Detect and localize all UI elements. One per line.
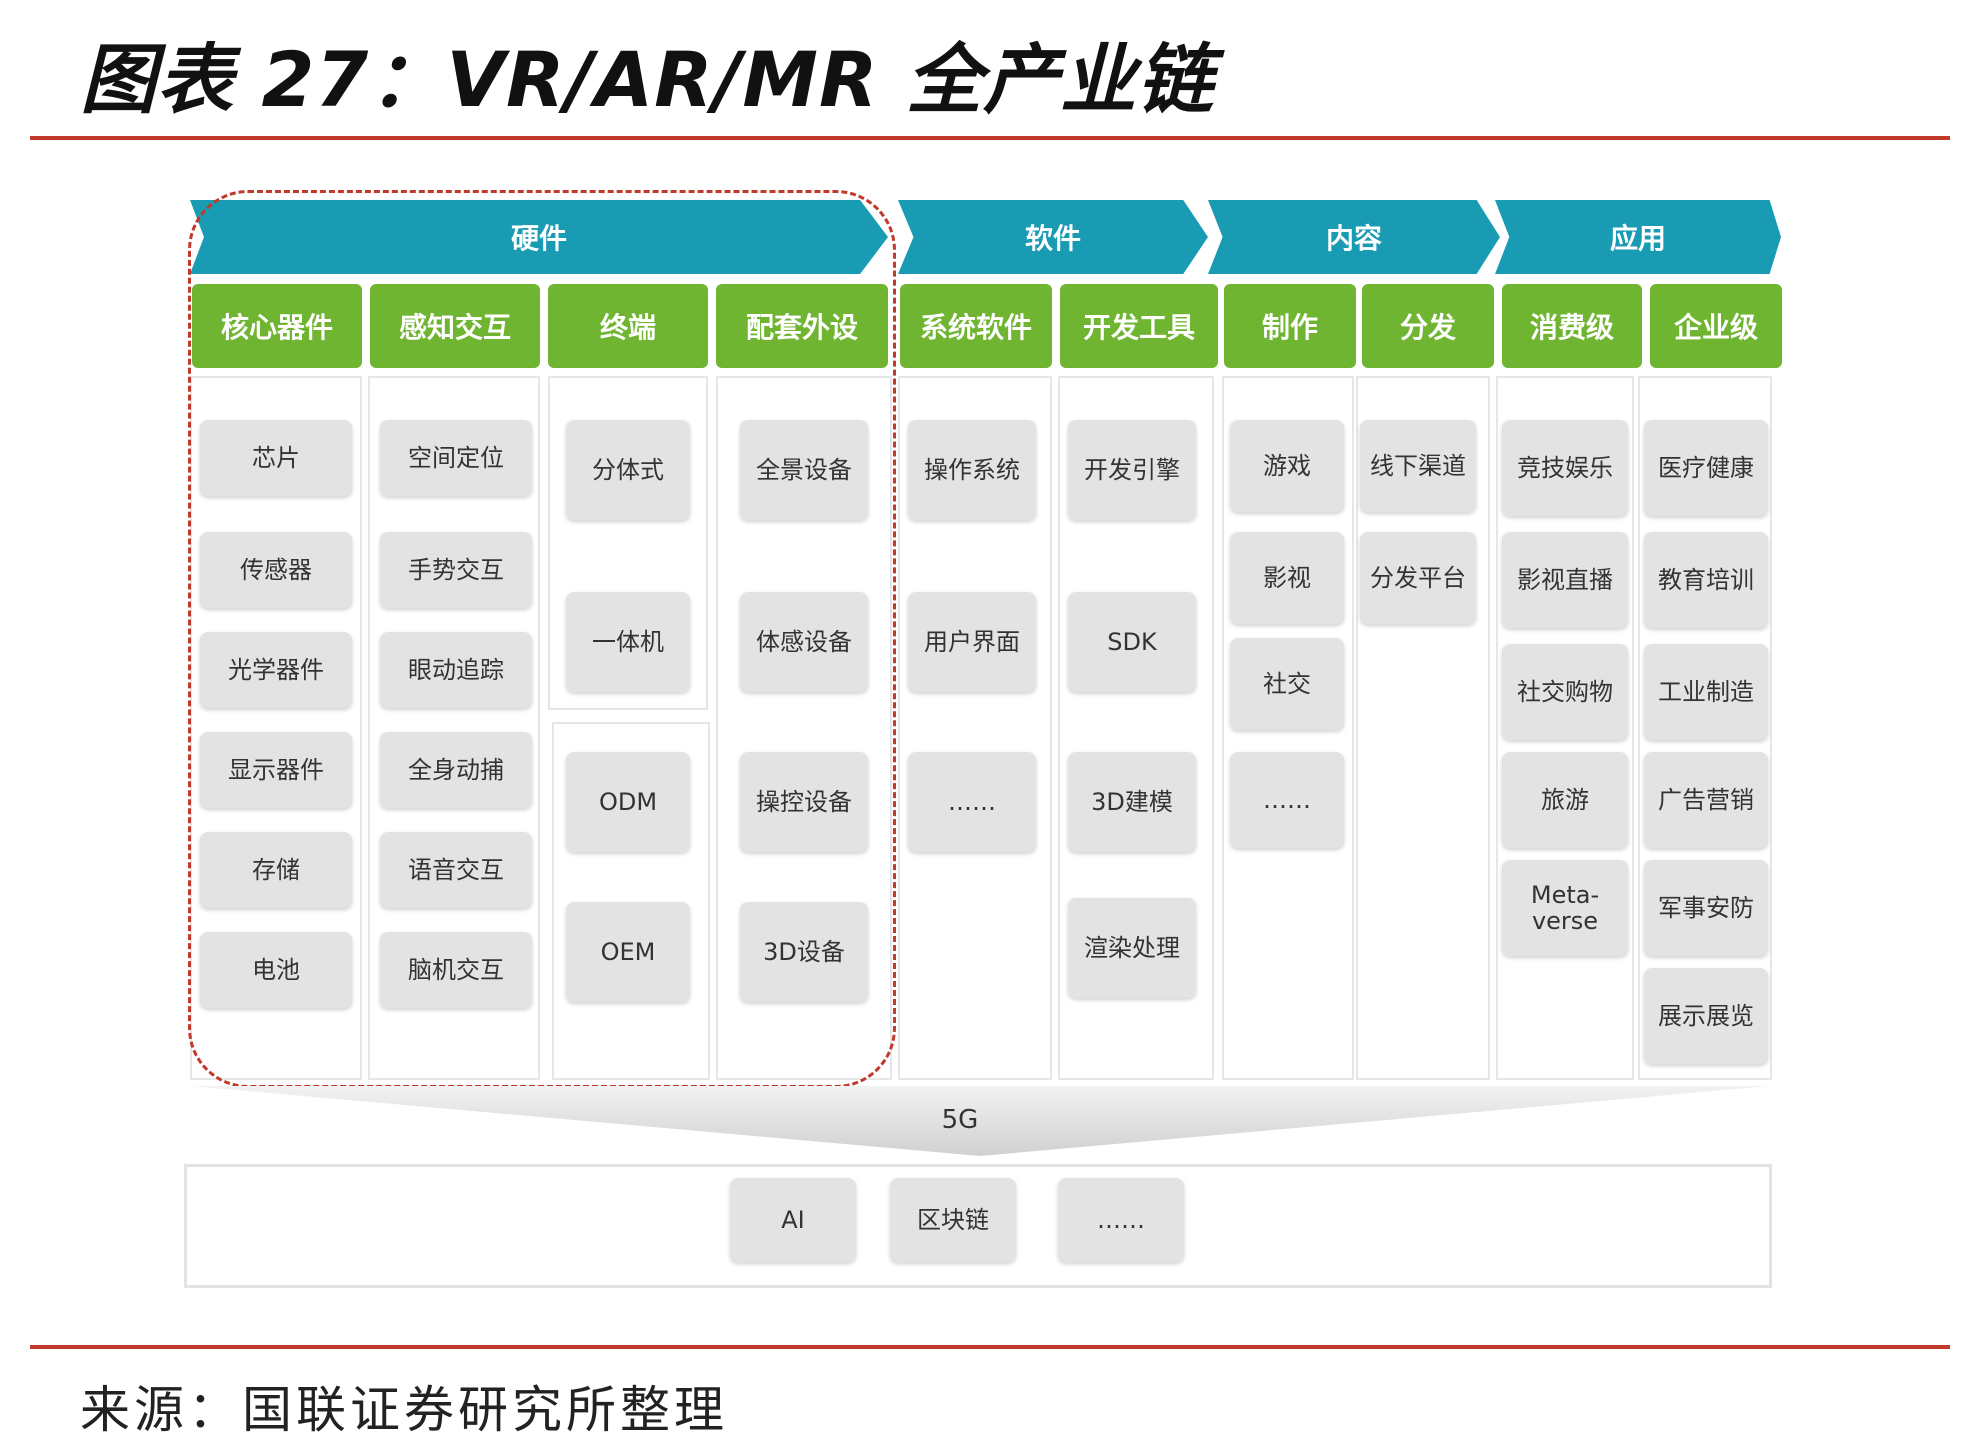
item-more: …… (908, 752, 1036, 852)
item-optics: 光学器件 (200, 632, 352, 708)
item-film: 影视 (1230, 532, 1344, 624)
item-manufacturing: 工业制造 (1644, 644, 1768, 740)
item-healthcare: 医疗健康 (1644, 420, 1768, 516)
category-enterprise: 企业级 (1650, 284, 1782, 368)
item-social-shopping: 社交购物 (1502, 644, 1628, 740)
category-production: 制作 (1224, 284, 1356, 368)
category-consumer: 消费级 (1502, 284, 1642, 368)
item-display: 显示器件 (200, 732, 352, 808)
item-chip: 芯片 (200, 420, 352, 496)
item-full-body-capture: 全身动捕 (380, 732, 532, 808)
item-esports: 竞技娱乐 (1502, 420, 1628, 516)
item-more: …… (1230, 752, 1344, 848)
item-tourism: 旅游 (1502, 752, 1628, 848)
category-distribution: 分发 (1362, 284, 1494, 368)
banner-content: 内容 (1208, 200, 1500, 274)
item-social: 社交 (1230, 638, 1344, 730)
category-system-software: 系统软件 (900, 284, 1052, 368)
item-military-security: 军事安防 (1644, 860, 1768, 956)
item-games: 游戏 (1230, 420, 1344, 512)
item-education: 教育培训 (1644, 532, 1768, 628)
item-sdk: SDK (1068, 592, 1196, 692)
banner-hardware: 硬件 (190, 200, 888, 274)
item-metaverse: Meta- verse (1502, 860, 1628, 956)
item-bci: 脑机交互 (380, 932, 532, 1008)
top-rule (30, 136, 1950, 140)
item-live-video: 影视直播 (1502, 532, 1628, 628)
bottom-rule (30, 1345, 1950, 1349)
item-gesture: 手势交互 (380, 532, 532, 608)
item-advertising: 广告营销 (1644, 752, 1768, 848)
item-distribution-platform: 分发平台 (1360, 532, 1476, 624)
item-ai: AI (730, 1178, 856, 1262)
item-battery: 电池 (200, 932, 352, 1008)
item-rendering: 渲染处理 (1068, 898, 1196, 998)
category-perception-interaction: 感知交互 (370, 284, 540, 368)
page-title: 图表 27：VR/AR/MR 全产业链 (80, 35, 1215, 124)
item-voice: 语音交互 (380, 832, 532, 908)
item-eye-tracking: 眼动追踪 (380, 632, 532, 708)
item-offline-channel: 线下渠道 (1360, 420, 1476, 512)
item-spatial-positioning: 空间定位 (380, 420, 532, 496)
item-panoramic-device: 全景设备 (740, 420, 868, 520)
item-tethered: 分体式 (566, 420, 690, 520)
item-motion-device: 体感设备 (740, 592, 868, 692)
item-os: 操作系统 (908, 420, 1036, 520)
item-3d-modeling: 3D建模 (1068, 752, 1196, 852)
item-sensor: 传感器 (200, 532, 352, 608)
category-peripherals: 配套外设 (716, 284, 888, 368)
item-storage: 存储 (200, 832, 352, 908)
item-odm: ODM (566, 752, 690, 852)
item-ui: 用户界面 (908, 592, 1036, 692)
network-label: 5G (941, 1105, 979, 1135)
item-blockchain: 区块链 (890, 1178, 1016, 1262)
item-3d-device: 3D设备 (740, 902, 868, 1002)
banner-application: 应用 (1495, 200, 1781, 274)
item-dev-engine: 开发引擎 (1068, 420, 1196, 520)
item-exhibition: 展示展览 (1644, 968, 1768, 1064)
banner-software: 软件 (898, 200, 1208, 274)
category-dev-tools: 开发工具 (1060, 284, 1218, 368)
network-arrow (190, 1086, 1770, 1156)
item-control-device: 操控设备 (740, 752, 868, 852)
category-terminal: 终端 (548, 284, 708, 368)
source-note: 来源：国联证券研究所整理 (80, 1381, 728, 1439)
item-all-in-one: 一体机 (566, 592, 690, 692)
item-oem: OEM (566, 902, 690, 1002)
item-more: …… (1058, 1178, 1184, 1262)
category-core-components: 核心器件 (192, 284, 362, 368)
